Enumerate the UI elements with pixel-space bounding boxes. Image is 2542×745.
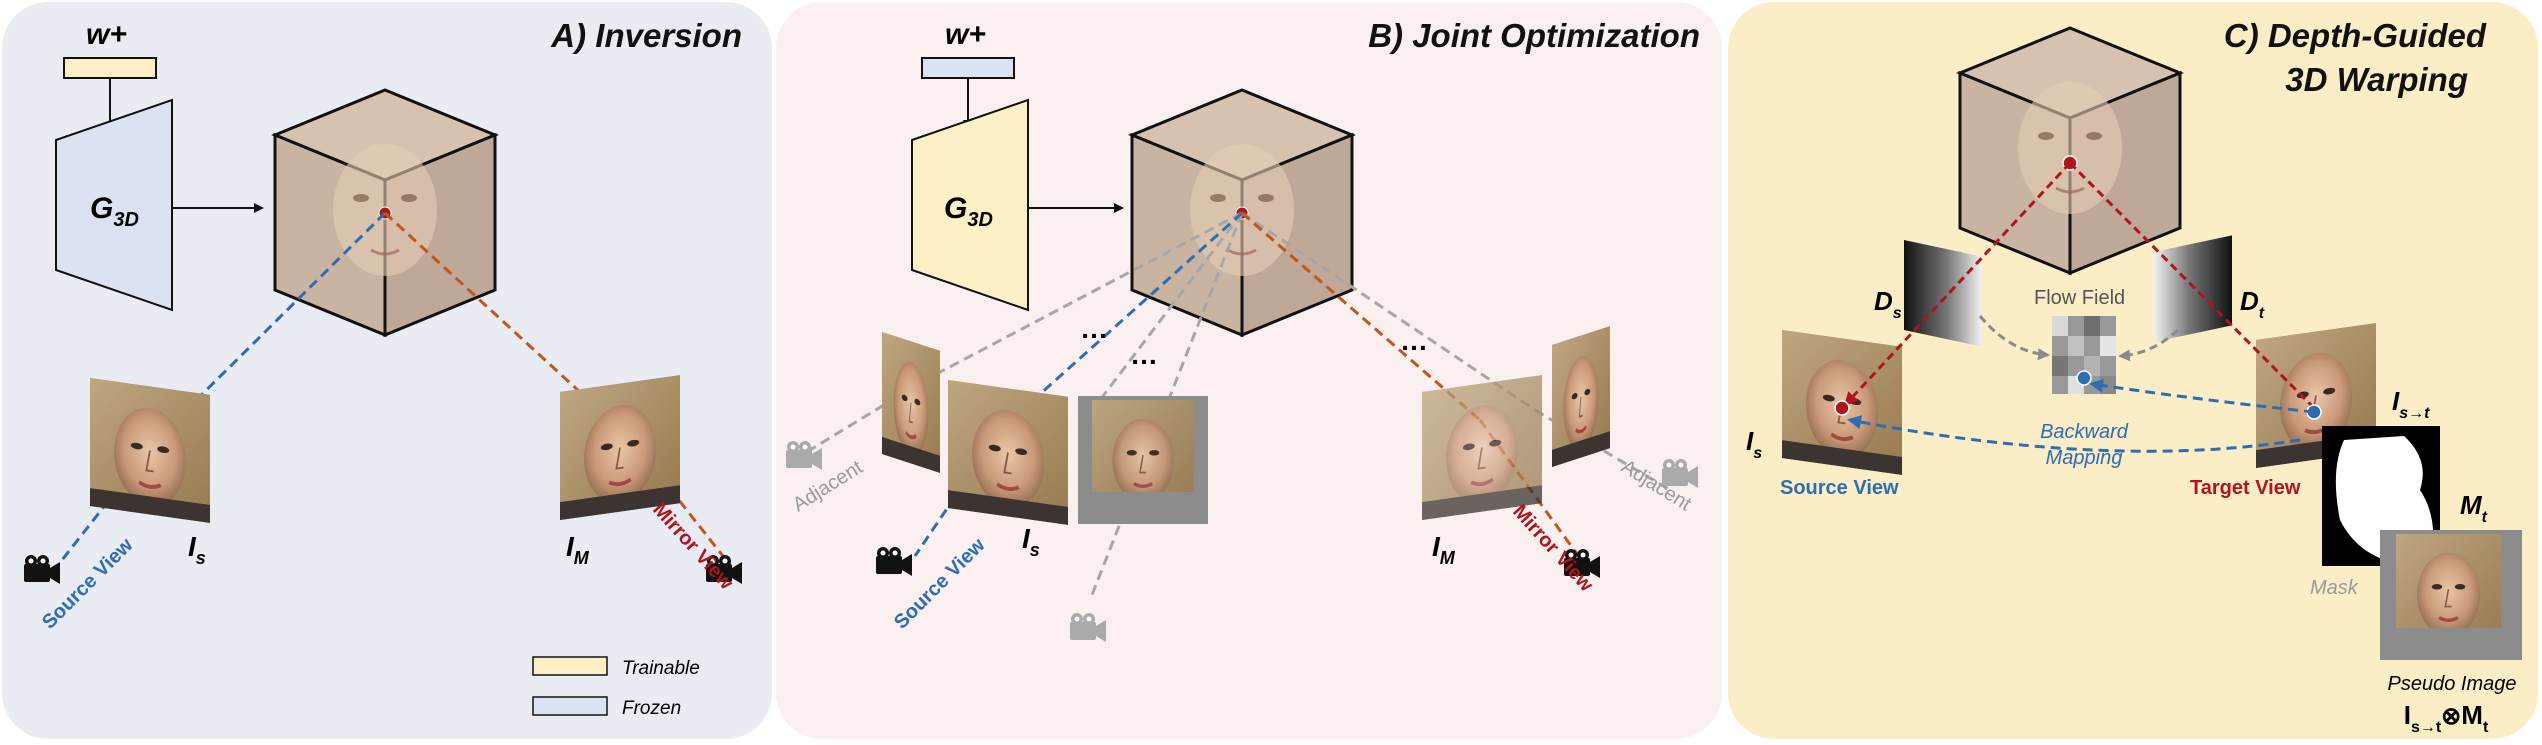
ellipsis: …	[1400, 325, 1428, 356]
source-view-label: Source View	[890, 534, 990, 634]
panel-b-title: B) Joint Optimization	[1368, 17, 1700, 54]
camera-icon-gray	[1070, 613, 1106, 642]
panel-c-title-line1: C) Depth-Guided	[2223, 17, 2486, 54]
source-view-label: Source View	[1780, 477, 1899, 499]
legend-frozen-label: Frozen	[622, 698, 681, 719]
depth-s-label: Ds	[1874, 286, 1902, 322]
generator-frozen	[55, 98, 173, 312]
target-view-label: Target View	[2190, 477, 2301, 499]
flow-field-label: Flow Field	[2034, 287, 2125, 309]
ellipsis: …	[1130, 339, 1158, 370]
backward-mapping-line2: Mapping	[2046, 447, 2123, 469]
latent-box	[921, 57, 1015, 79]
camera-icon	[876, 547, 912, 576]
latent-label: w+	[945, 18, 986, 51]
adjacent-image	[1550, 324, 1612, 469]
depth-map-target	[2154, 235, 2232, 343]
source-view-label: Source View	[38, 534, 138, 634]
img-m-label: IM	[1432, 531, 1456, 568]
warp-label: Is→t	[2392, 386, 2430, 422]
source-point	[1834, 400, 1850, 416]
legend-frozen-swatch	[532, 696, 608, 716]
img-m-label: IM	[566, 531, 590, 568]
generator-label: G3D	[944, 192, 993, 231]
generator-label: G3D	[90, 192, 139, 231]
camera-icon	[24, 555, 60, 584]
source-image	[946, 378, 1070, 527]
mirror-image	[558, 373, 682, 522]
tri-plane-cube	[1958, 26, 2182, 275]
latent-box	[63, 57, 157, 79]
pseudo-image-label: Pseudo Image	[2388, 673, 2517, 695]
legend-trainable-label: Trainable	[622, 658, 700, 679]
pseudo-formula: Is→t⊗Mt	[2404, 700, 2489, 736]
depth-t-label: Dt	[2240, 286, 2265, 322]
source-image	[88, 376, 212, 525]
img-s-label: Is	[1746, 426, 1762, 462]
panel-a-content: w+ G3D Is IM Source View Mirror View Tra…	[24, 18, 742, 719]
adjacent-image	[880, 330, 942, 475]
ellipsis: …	[1080, 313, 1108, 344]
img-s-label: Is	[1022, 523, 1040, 560]
mask-m-label: Mt	[2460, 490, 2488, 526]
mirror-view-label: Mirror View	[648, 499, 737, 595]
mirror-image	[1420, 373, 1544, 522]
legend-trainable-swatch	[532, 656, 608, 676]
backward-mapping-line1: Backward	[2040, 421, 2129, 443]
panel-a-title: A) Inversion	[551, 17, 742, 54]
latent-label: w+	[86, 18, 127, 51]
mask-label: Mask	[2310, 577, 2359, 599]
panel-c-title-line2: 3D Warping	[2285, 61, 2468, 98]
mirror-view-label: Mirror View	[1508, 501, 1597, 597]
generator-trainable	[911, 98, 1029, 312]
img-s-label: Is	[188, 531, 206, 568]
panel-c-content: Ds Dt Flow Field Backward Mapping Is Sou…	[1746, 26, 2522, 736]
panel-b-content: w+ G3D … … … Adjacent Adjacent	[786, 18, 1698, 642]
flow-point	[2076, 370, 2092, 386]
camera-icon-gray	[786, 441, 822, 470]
